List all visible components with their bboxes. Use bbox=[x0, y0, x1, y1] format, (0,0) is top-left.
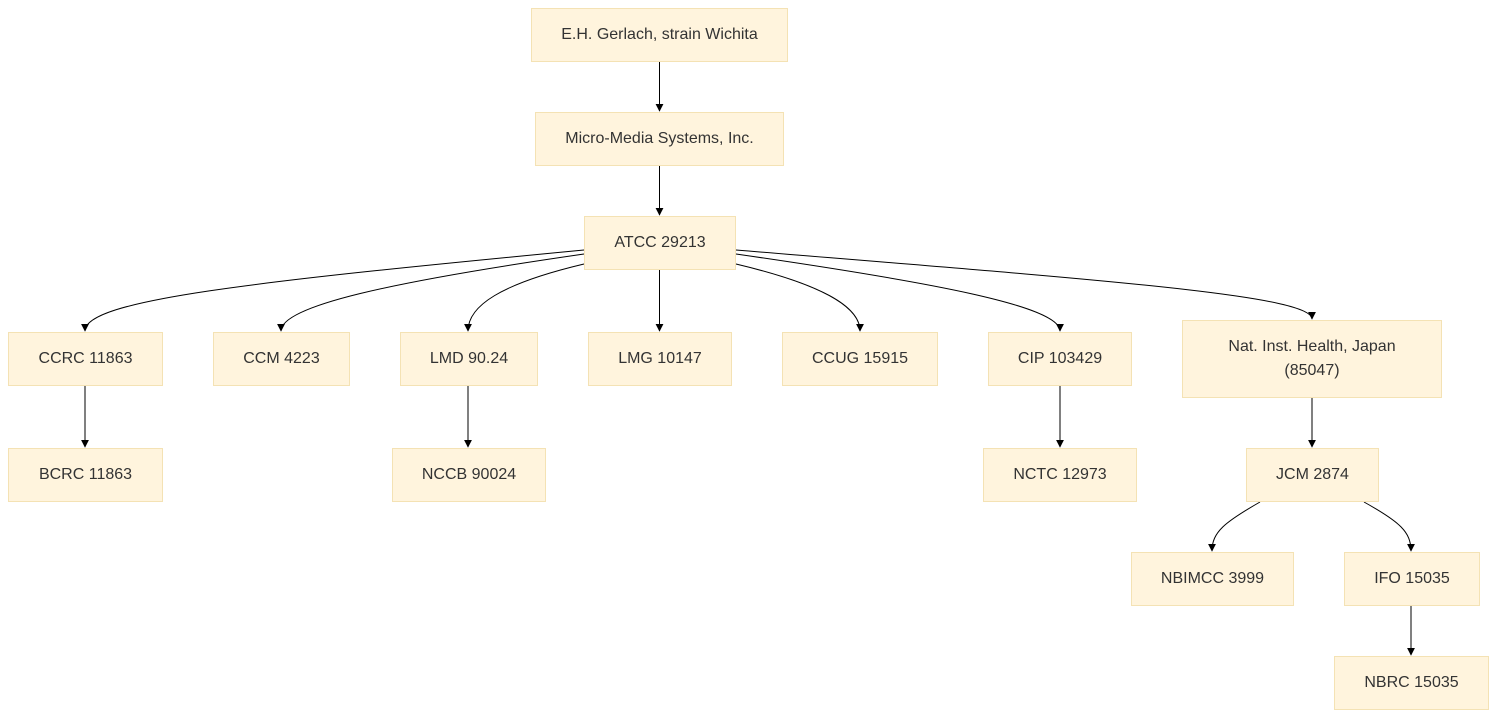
node-lmd: LMD 90.24 bbox=[400, 332, 538, 386]
node-nbimcc: NBIMCC 3999 bbox=[1131, 552, 1294, 606]
edge-jcm-to-nbimcc bbox=[1208, 501, 1261, 552]
node-micromedia: Micro-Media Systems, Inc. bbox=[535, 112, 784, 166]
node-nctc: NCTC 12973 bbox=[983, 448, 1137, 502]
edge-atcc-to-nih bbox=[735, 249, 1316, 320]
node-label-line1: Nat. Inst. Health, Japan bbox=[1228, 338, 1396, 355]
edge-atcc-to-lmd bbox=[464, 263, 585, 332]
node-label: CCUG 15915 bbox=[811, 350, 909, 367]
node-label: IFO 15035 bbox=[1374, 570, 1450, 587]
node-label: NCCB 90024 bbox=[421, 466, 517, 483]
node-label: NBIMCC 3999 bbox=[1160, 570, 1265, 587]
edge-atcc-to-cip bbox=[735, 253, 1064, 332]
node-ccm: CCM 4223 bbox=[213, 332, 350, 386]
edge-atcc-to-ccrc bbox=[81, 249, 585, 332]
node-ifo: IFO 15035 bbox=[1344, 552, 1480, 606]
node-ccug: CCUG 15915 bbox=[782, 332, 938, 386]
node-label: JCM 2874 bbox=[1276, 466, 1349, 483]
node-label: NCTC 12973 bbox=[1013, 466, 1107, 483]
node-atcc: ATCC 29213 bbox=[584, 216, 736, 270]
edge-atcc-to-ccm bbox=[277, 253, 585, 332]
node-nbrc: NBRC 15035 bbox=[1334, 656, 1489, 710]
node-label: NBRC 15035 bbox=[1364, 674, 1459, 691]
node-ccrc: CCRC 11863 bbox=[8, 332, 163, 386]
node-nih: Nat. Inst. Health, Japan (85047) bbox=[1182, 320, 1442, 398]
node-lmg: LMG 10147 bbox=[588, 332, 732, 386]
node-label: E.H. Gerlach, strain Wichita bbox=[561, 26, 758, 43]
node-jcm: JCM 2874 bbox=[1246, 448, 1379, 502]
node-cip: CIP 103429 bbox=[988, 332, 1132, 386]
node-bcrc: BCRC 11863 bbox=[8, 448, 163, 502]
node-label: BCRC 11863 bbox=[38, 466, 133, 483]
node-gerlach: E.H. Gerlach, strain Wichita bbox=[531, 8, 788, 62]
node-label-line2: (85047) bbox=[1284, 362, 1340, 379]
node-label: CCM 4223 bbox=[243, 350, 320, 367]
node-label: CCRC 11863 bbox=[38, 350, 133, 367]
node-label: LMD 90.24 bbox=[429, 350, 509, 367]
edge-atcc-to-ccug bbox=[735, 263, 864, 332]
node-label: Micro-Media Systems, Inc. bbox=[565, 130, 754, 147]
node-label: ATCC 29213 bbox=[614, 234, 706, 251]
edge-jcm-to-ifo bbox=[1363, 501, 1415, 552]
node-label: CIP 103429 bbox=[1017, 350, 1103, 367]
node-nccb: NCCB 90024 bbox=[392, 448, 546, 502]
node-label: LMG 10147 bbox=[618, 350, 702, 367]
